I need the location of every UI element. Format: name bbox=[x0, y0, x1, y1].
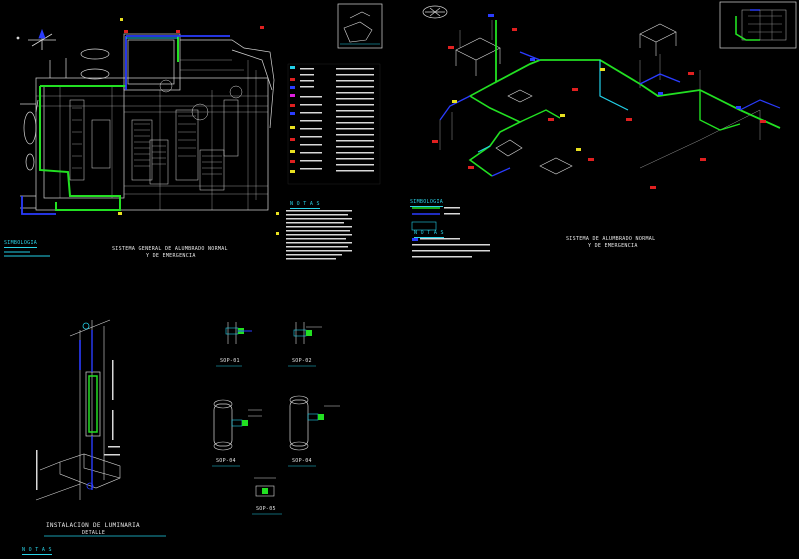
support-detail-sop-01 bbox=[216, 322, 252, 367]
north-arrow-icon bbox=[422, 5, 448, 19]
notes-block bbox=[276, 210, 352, 260]
support-tag-sop-01: SOP-01 bbox=[220, 358, 240, 364]
symbol-legend bbox=[411, 207, 490, 258]
detail-subtitle: DETALLE bbox=[82, 530, 106, 536]
sheet2-notes-heading: N O T A S bbox=[414, 230, 444, 238]
support-tag-sop-02: SOP-02 bbox=[292, 358, 312, 364]
support-tag-sop-04b: SOP-04 bbox=[292, 458, 312, 464]
sheet1-title-line1: SISTEMA GENERAL DE ALUMBRADO NORMAL bbox=[112, 246, 228, 252]
support-detail-sop-02 bbox=[288, 322, 322, 367]
key-plan-inset bbox=[337, 3, 383, 49]
sheet2-title-line2: Y DE EMERGENCIA bbox=[588, 243, 638, 249]
floor-plan-sheet bbox=[4, 3, 383, 260]
north-arrow-icon bbox=[16, 28, 56, 50]
details-notes-heading: N O T A S bbox=[22, 547, 52, 555]
sheet2-legend-heading: SIMBOLOGIA bbox=[410, 199, 444, 207]
fixture-tags bbox=[432, 14, 766, 189]
sheet2-title-line1: SISTEMA DE ALUMBRADO NORMAL bbox=[566, 236, 656, 242]
normal-lighting-circuit bbox=[39, 36, 179, 211]
support-details bbox=[212, 322, 340, 515]
support-detail-sop-04b bbox=[288, 395, 340, 467]
sheet1-legend-heading: SIMBOLOGIA bbox=[4, 240, 38, 248]
isometric-sheet bbox=[411, 1, 797, 258]
support-tag-sop-05: SOP-05 bbox=[256, 506, 276, 512]
building-outline bbox=[20, 33, 275, 211]
key-plan-inset bbox=[719, 1, 797, 49]
symbol-legend bbox=[287, 63, 381, 185]
emergency-lighting-circuit bbox=[21, 35, 230, 215]
isometric-circuit bbox=[439, 20, 781, 177]
detail-title: INSTALACION DE LUMINARIA bbox=[46, 522, 140, 529]
sheet1-title-line2: Y DE EMERGENCIA bbox=[146, 253, 196, 259]
support-detail-sop-04a bbox=[212, 399, 262, 467]
sheet1-notes-heading: N O T A S bbox=[290, 201, 320, 209]
support-detail-sop-05 bbox=[252, 477, 282, 515]
luminaire-installation-detail bbox=[35, 319, 166, 537]
support-tag-sop-04a: SOP-04 bbox=[216, 458, 236, 464]
